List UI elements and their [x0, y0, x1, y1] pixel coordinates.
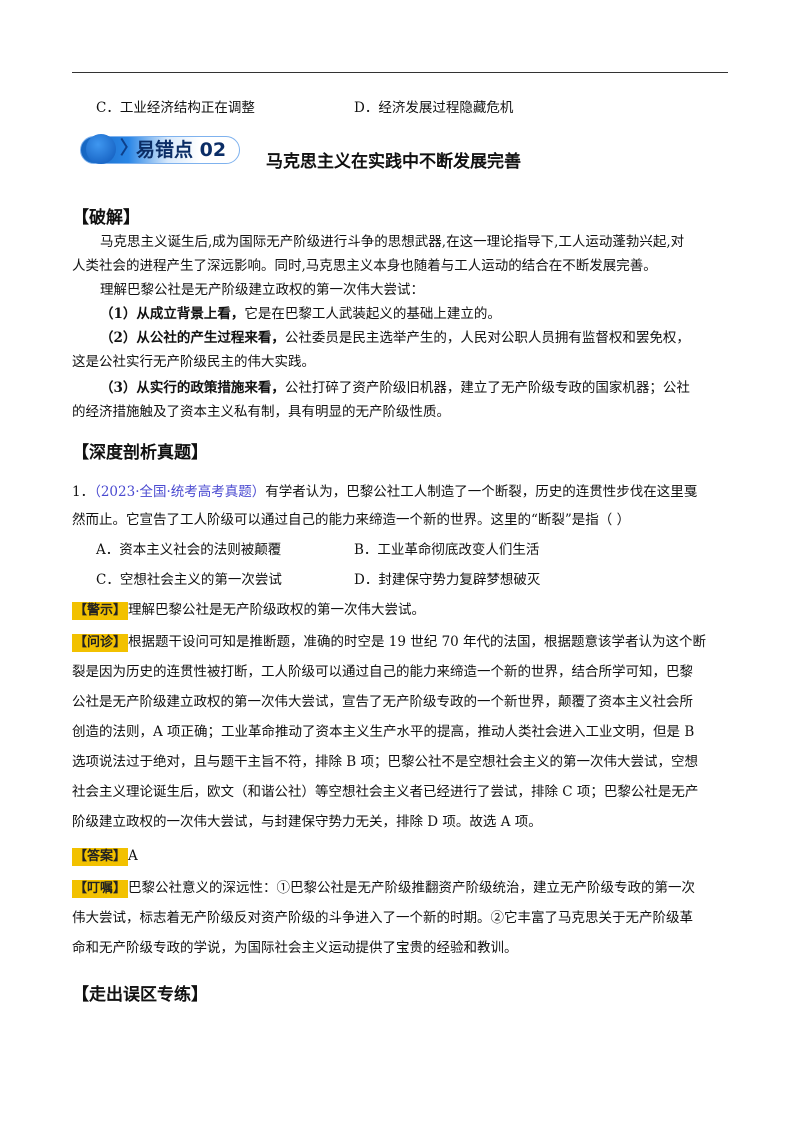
point-1-text: 它是在巴黎工人武装起义的基础上建立的。	[244, 306, 501, 322]
zouchu-heading: 【走出误区专练】	[72, 985, 208, 1005]
jingshi-row: 【警示】理解巴黎公社是无产阶级政权的第一次伟大尝试。	[72, 600, 425, 620]
error-point-banner: 〉 易错点 02	[80, 134, 240, 166]
jingshi-text: 理解巴黎公社是无产阶级政权的第一次伟大尝试。	[128, 602, 426, 618]
wenzhen-line-7: 阶级建立政权的一次伟大尝试，与封建保守势力无关，排除 D 项。故选 A 项。	[72, 814, 542, 830]
dingzhu-line-1: 巴黎公社意义的深远性：①巴黎公社是无产阶级推翻资产阶级统治，建立无产阶级专政的第…	[128, 880, 696, 896]
point-3-text: 公社打碎了资产阶级旧机器，建立了无产阶级专政的国家机器；公社	[284, 380, 690, 396]
question-line-2: 然而止。它宣告了工人阶级可以通过自己的能力来缔造一个新的世界。这里的“断裂”是指…	[72, 512, 631, 528]
question-source: （2023·全国·统考高考真题）	[94, 484, 266, 500]
pojie-point-1: （1）从成立背景上看，它是在巴黎工人武装起义的基础上建立的。	[100, 304, 501, 324]
banner-label: 易错点 02	[136, 139, 227, 161]
point-2-lead: （2）从公社的产生过程来看，	[100, 330, 285, 346]
wenzhen-row-1: 【问诊】根据题干设问可知是推断题，准确的时空是 19 世纪 70 年代的法国，根…	[72, 632, 706, 652]
pojie-line-1: 马克思主义诞生后,成为国际无产阶级进行斗争的思想武器,在这一理论指导下,工人运动…	[100, 234, 685, 250]
shendu-heading: 【深度剖析真题】	[72, 443, 208, 463]
question-number: 1．	[72, 484, 95, 500]
point-3-lead: （3）从实行的政策措施来看，	[100, 380, 285, 396]
chevron-right-icon: 〉	[120, 138, 138, 159]
option-a: A．资本主义社会的法则被颠覆	[96, 542, 282, 558]
wenzhen-line-5: 选项说法过于绝对，且与题干主旨不符，排除 B 项；巴黎公社不是空想社会主义的第一…	[72, 754, 699, 770]
banner-circle-icon	[86, 134, 116, 164]
wenzhen-line-1: 根据题干设问可知是推断题，准确的时空是 19 世纪 70 年代的法国，根据题意该…	[128, 634, 707, 650]
question-stem-1: 有学者认为，巴黎公社工人制造了一个断裂，历史的连贯性步伐在这里戛	[265, 484, 698, 500]
option-d: D．封建保守势力复辟梦想破灭	[354, 572, 541, 588]
daan-row: 【答案】A	[72, 846, 138, 866]
daan-text: A	[128, 848, 138, 864]
pojie-point-3: （3）从实行的政策措施来看，公社打碎了资产阶级旧机器，建立了无产阶级专政的国家机…	[100, 378, 690, 398]
point-1-lead: （1）从成立背景上看，	[100, 306, 245, 322]
pojie-line-3: 理解巴黎公社是无产阶级建立政权的第一次伟大尝试：	[100, 282, 424, 298]
dingzhu-row-1: 【叮嘱】巴黎公社意义的深远性：①巴黎公社是无产阶级推翻资产阶级统治，建立无产阶级…	[72, 878, 695, 898]
wenzhen-line-6: 社会主义理论诞生后，欧文（和谐公社）等空想社会主义者已经进行了尝试，排除 C 项…	[72, 784, 699, 800]
pojie-point-3-cont: 的经济措施触及了资本主义私有制，具有明显的无产阶级性质。	[72, 404, 450, 420]
question-line-1: 1．（2023·全国·统考高考真题）有学者认为，巴黎公社工人制造了一个断裂，历史…	[72, 482, 697, 502]
pojie-line-2: 人类社会的进程产生了深远影响。同时,马克思主义本身也随着与工人运动的结合在不断发…	[72, 258, 657, 274]
pojie-point-2: （2）从公社的产生过程来看，公社委员是民主选举产生的，人民对公职人员拥有监督权和…	[100, 328, 690, 348]
option-b: B．工业革命彻底改变人们生活	[354, 542, 540, 558]
wenzhen-line-2: 裂是因为历史的连贯性被打断，工人阶级可以通过自己的能力来缔造一个新的世界，结合所…	[72, 664, 693, 680]
point-2-text: 公社委员是民主选举产生的，人民对公职人员拥有监督权和罢免权，	[284, 330, 690, 346]
wenzhen-line-4: 创造的法则，A 项正确；工业革命推动了资本主义生产水平的提高，推动人类社会进入工…	[72, 724, 695, 740]
dingzhu-tag: 【叮嘱】	[72, 880, 129, 898]
header-rule	[72, 72, 728, 73]
wenzhen-line-3: 公社是无产阶级建立政权的第一次伟大尝试，宣告了无产阶级专政的一个新世界，颠覆了资…	[72, 694, 693, 710]
pojie-heading: 【破解】	[72, 208, 140, 228]
prev-option-c: C．工业经济结构正在调整	[96, 100, 255, 116]
dingzhu-line-2: 伟大尝试，标志着无产阶级反对资产阶级的斗争进入了一个新的时期。②它丰富了马克思关…	[72, 910, 693, 926]
daan-tag: 【答案】	[72, 848, 129, 866]
option-c: C．空想社会主义的第一次尝试	[96, 572, 282, 588]
wenzhen-tag: 【问诊】	[72, 634, 129, 652]
section-title: 马克思主义在实践中不断发展完善	[266, 152, 521, 172]
jingshi-tag: 【警示】	[72, 602, 129, 620]
pojie-point-2-cont: 这是公社实行无产阶级民主的伟大实践。	[72, 354, 315, 370]
prev-option-d: D．经济发展过程隐藏危机	[354, 100, 514, 116]
dingzhu-line-3: 命和无产阶级专政的学说，为国际社会主义运动提供了宝贵的经验和教训。	[72, 940, 518, 956]
